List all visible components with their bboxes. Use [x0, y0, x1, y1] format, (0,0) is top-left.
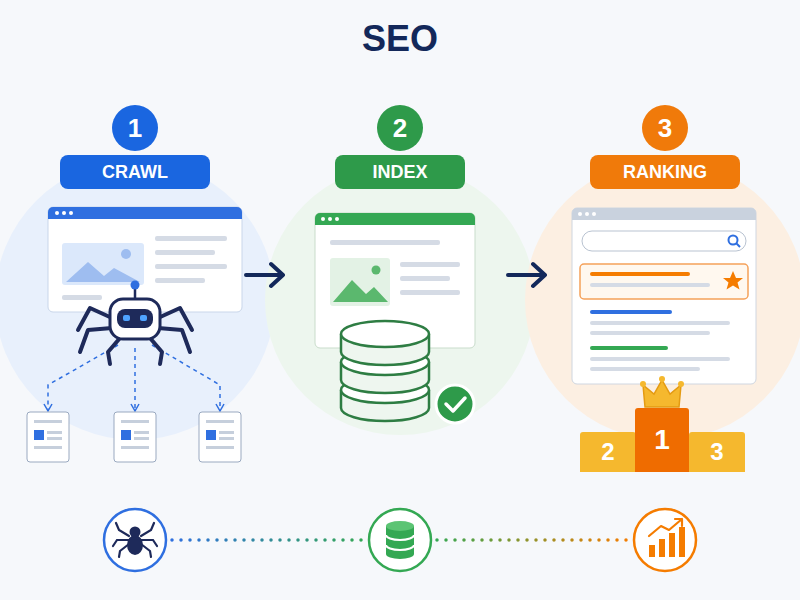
crawl-arrowhead: [44, 404, 224, 411]
dotted-link: [437, 538, 628, 542]
crawl-link: [48, 345, 220, 410]
spider-icon: [104, 509, 166, 571]
step-badge: 1: [112, 105, 158, 151]
stage-pill: RANKING: [590, 155, 740, 189]
dotted-link: [172, 538, 364, 542]
crawl-window: [48, 207, 242, 312]
robot-spider: [78, 281, 192, 365]
node-text: 3: [658, 115, 672, 141]
node-text: 2: [601, 440, 614, 464]
crown: [640, 376, 684, 407]
node-text: CRAWL: [102, 163, 168, 181]
stage-ground: [0, 160, 275, 440]
page-icon: [27, 412, 241, 462]
podium-block: 1: [635, 408, 689, 472]
podium-block: 2: [580, 432, 636, 472]
diagram-title: SEO: [0, 18, 800, 60]
index-window: [315, 213, 475, 348]
step-badge: 2: [377, 105, 423, 151]
database: [341, 321, 429, 421]
node-text: RANKING: [623, 163, 707, 181]
node-text: 1: [654, 426, 670, 454]
stage-ground: [265, 165, 535, 435]
node-text: 2: [393, 115, 407, 141]
podium-block: 3: [689, 432, 745, 472]
stage-pill: INDEX: [335, 155, 465, 189]
database-icon: [369, 509, 431, 571]
flow-arrow: [246, 264, 283, 286]
node-text: 1: [128, 115, 142, 141]
step-badge: 3: [642, 105, 688, 151]
growth-chart-icon: [634, 509, 696, 571]
node-text: INDEX: [372, 163, 427, 181]
node-text: 3: [710, 440, 723, 464]
ranking-window: [572, 208, 756, 384]
stage-pill: CRAWL: [60, 155, 210, 189]
check-badge: [436, 385, 474, 423]
stage-ground: [525, 160, 800, 440]
flow-arrow: [508, 264, 545, 286]
